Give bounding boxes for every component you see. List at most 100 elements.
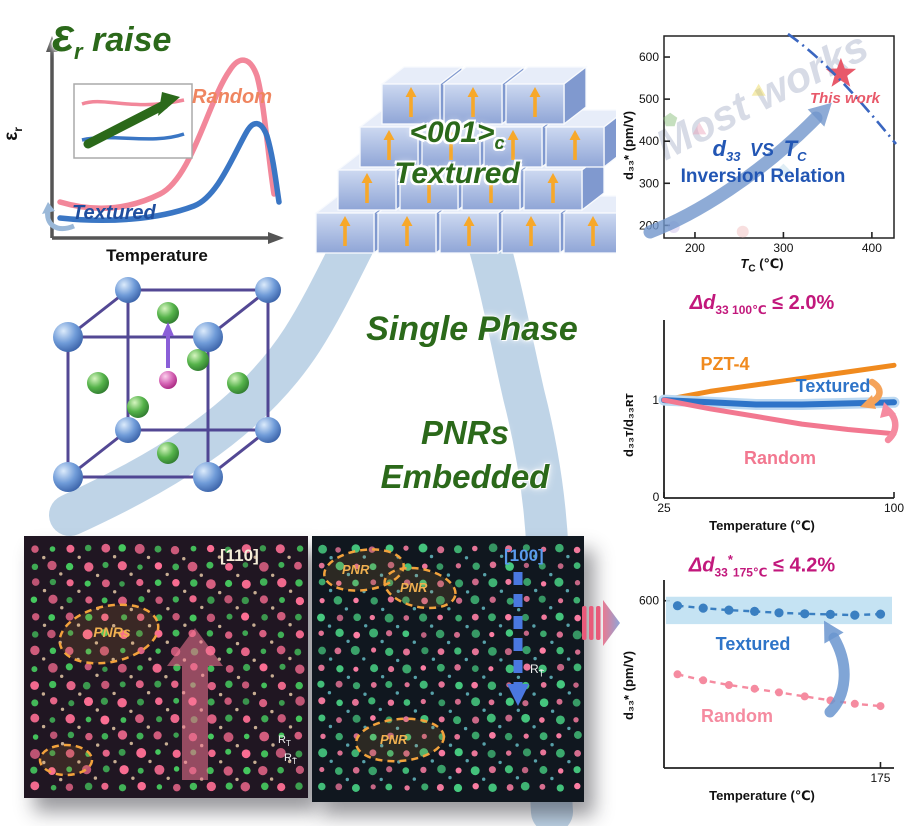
oxygen-spheres bbox=[87, 302, 249, 464]
random-label: Random bbox=[701, 706, 773, 726]
atomic-lattice bbox=[30, 543, 305, 792]
swirl-arrow bbox=[45, 208, 75, 232]
improvement-arrow-head bbox=[824, 620, 844, 644]
svg-text:400: 400 bbox=[862, 241, 882, 255]
svg-text:175: 175 bbox=[870, 771, 890, 785]
stripe-3 bbox=[596, 606, 601, 640]
textured-pointer-head bbox=[860, 395, 876, 409]
pnr-label-3: PNR bbox=[380, 732, 408, 747]
schematic-title: εr raise bbox=[52, 8, 171, 65]
cubes-illustration bbox=[314, 65, 616, 255]
chart-thermal-ratio: Δd33 100℃ ≤ 2.0% 1 25 100 d₃₃ᴛ/d₃₃ʀᴛ Tempe… bbox=[620, 290, 904, 542]
tem-image-110: [110] PNRs RT RT̄ bbox=[24, 536, 308, 798]
chart1-ylabel: d₃₃* (pm/V) bbox=[621, 110, 636, 180]
r-vector-label: RT̄ bbox=[530, 662, 545, 679]
svg-text:1: 1 bbox=[652, 393, 659, 407]
cubes-caption-line2: Textured bbox=[394, 156, 520, 190]
epsilon-symbol: ε bbox=[52, 9, 75, 61]
textured-curve bbox=[57, 120, 282, 223]
pnrs-label: PNRs bbox=[93, 624, 131, 640]
polarization-up-arrow bbox=[167, 628, 223, 780]
tem-100-annotations bbox=[323, 548, 529, 763]
pnr-ellipse-3 bbox=[354, 717, 446, 763]
relation-caption: Inversion Relation bbox=[680, 166, 846, 187]
trend-arrow bbox=[643, 111, 823, 239]
svg-text:100: 100 bbox=[884, 501, 904, 515]
cubes-group bbox=[314, 65, 616, 255]
swirl-arrow-head bbox=[42, 202, 55, 214]
epsilon-schematic-panel: εr raise εr Random Textured Temperature bbox=[1, 6, 312, 274]
inset-raise-arrow-head bbox=[158, 92, 180, 116]
perovskite-cell-panel bbox=[18, 262, 308, 532]
chart3-title: Δd33*175℃ ≤ 4.2% bbox=[688, 552, 836, 580]
y-axis-arrowhead bbox=[46, 36, 58, 52]
cubes-caption-line1: <001>c bbox=[322, 114, 592, 155]
transition-arrow bbox=[582, 600, 620, 646]
textured-label: Textured bbox=[795, 376, 871, 396]
random-label: Random bbox=[192, 86, 272, 108]
single-phase-text: Single Phase bbox=[366, 310, 578, 348]
zone-axis-tag: [110] bbox=[220, 546, 259, 565]
tem-110-canvas bbox=[24, 536, 308, 798]
random-label: Random bbox=[744, 448, 816, 468]
svg-text:300: 300 bbox=[773, 241, 793, 255]
pnr-ellipse-2 bbox=[383, 566, 457, 610]
pzt4-label: PZT-4 bbox=[700, 354, 750, 374]
pnrs-text: PNRs bbox=[420, 414, 510, 451]
chart3-plot: 600 175 bbox=[639, 580, 894, 785]
svg-text:25: 25 bbox=[657, 501, 671, 515]
polarization-arrow-head bbox=[162, 322, 174, 336]
textured-label: Textured bbox=[72, 202, 156, 224]
tem-100-canvas bbox=[312, 536, 584, 802]
r-vector-label-1: RT bbox=[278, 734, 291, 749]
textured-label: Textured bbox=[715, 634, 791, 654]
chart2-plot: 1 25 100 bbox=[652, 320, 904, 515]
zone-axis-tag: [100] bbox=[504, 546, 544, 565]
epsilon-subscript: r bbox=[74, 38, 83, 64]
chart2-decorations bbox=[860, 378, 899, 444]
unit-cell-illustration bbox=[53, 277, 281, 492]
chart3-xlabel: Temperature (℃) bbox=[709, 788, 815, 803]
arrow-head bbox=[603, 600, 620, 646]
textured-cubes-panel: <001>c Textured bbox=[298, 6, 616, 284]
a-site-spheres bbox=[53, 277, 281, 492]
chart2-title: Δd33 100℃ ≤ 2.0% bbox=[689, 292, 835, 317]
svg-text:400: 400 bbox=[639, 134, 659, 148]
chart1-xlabel: TC (℃) bbox=[740, 256, 784, 275]
schematic-xlabel: Temperature bbox=[106, 246, 208, 265]
textured-pointer-arrow bbox=[868, 378, 883, 406]
orientation-sub: c bbox=[494, 133, 505, 153]
tem-image-100: [100] PNR PNR PNR RT̄ bbox=[312, 536, 584, 802]
svg-text:600: 600 bbox=[639, 50, 659, 64]
tem-110-annotations bbox=[38, 603, 223, 780]
origin-label: 0 bbox=[652, 490, 660, 504]
svg-text:300: 300 bbox=[639, 176, 659, 190]
b-site-cation bbox=[159, 371, 177, 389]
epsilon-schematic-plot bbox=[42, 36, 284, 244]
svg-text:200: 200 bbox=[685, 241, 705, 255]
chart-d33-temperature: Δd33*175℃ ≤ 4.2% 600 175 d₃₃* (pm/V) Temp… bbox=[620, 550, 904, 812]
chart1-decorations bbox=[643, 32, 898, 239]
trend-arrow-head bbox=[807, 102, 832, 127]
r-vector-label-2: RT̄ bbox=[284, 752, 297, 767]
title-raise: raise bbox=[82, 21, 172, 59]
atomic-lattice bbox=[317, 543, 582, 793]
chart3-ylabel: d₃₃* (pm/V) bbox=[621, 650, 636, 720]
r-phase-arrow-head bbox=[507, 684, 529, 706]
svg-text:600: 600 bbox=[639, 594, 659, 608]
pnr-ellipse bbox=[58, 603, 160, 665]
chart2-xlabel: Temperature (℃) bbox=[709, 518, 815, 533]
chart3-decorations bbox=[824, 620, 850, 718]
random-pointer-head bbox=[880, 402, 896, 418]
cubes-caption: <001>c Textured bbox=[322, 114, 592, 192]
orientation-label: <001> bbox=[409, 116, 495, 149]
pnr-label-2: PNR bbox=[400, 580, 428, 595]
stripe-2 bbox=[589, 606, 594, 640]
boundary-dashdot-curve bbox=[787, 32, 898, 145]
improvement-arrow bbox=[824, 632, 850, 718]
chart2-ylabel: d₃₃ᴛ/d₃₃ʀᴛ bbox=[621, 393, 636, 457]
pnr-label-1: PNR bbox=[342, 562, 370, 577]
